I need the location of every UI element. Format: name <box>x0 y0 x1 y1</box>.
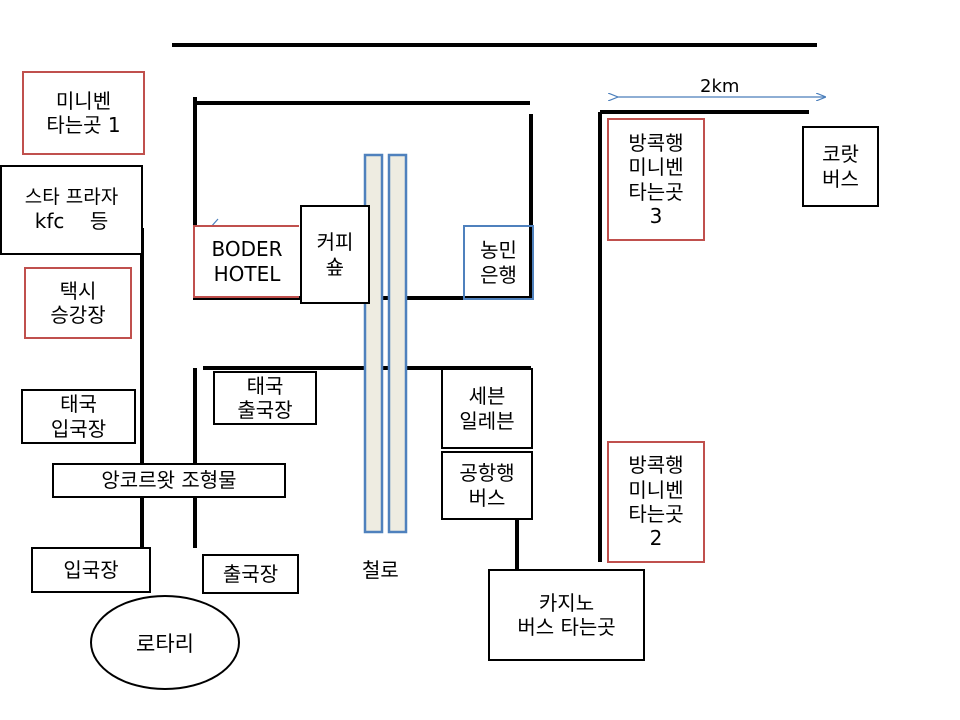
place-label: 코랏 <box>822 142 859 167</box>
place-label: 스타 프라자 <box>24 186 119 209</box>
place-label: 타는곳 1 <box>46 113 121 137</box>
place-label: 2 <box>649 526 663 551</box>
arrival-hall: 입국장 <box>31 547 151 593</box>
place-label: 3 <box>649 203 663 228</box>
nongmin-bank: 농민 은행 <box>463 225 534 300</box>
border-hotel: BODER HOTEL <box>193 225 299 298</box>
place-label: 타는곳 <box>628 179 684 204</box>
place-label: 타는곳 <box>628 502 684 526</box>
seven-eleven: 세븐 일레븐 <box>441 368 533 449</box>
departure-hall: 출국장 <box>202 554 299 594</box>
rail-track-right <box>387 153 408 534</box>
place-label: BODER <box>211 237 283 262</box>
place-label: 농민 <box>480 238 517 263</box>
rotary: 로타리 <box>90 595 240 690</box>
place-label: 미니벤 <box>628 155 684 180</box>
place-label: 앙코르왓 조형물 <box>101 468 237 493</box>
place-label: 카지노 <box>538 590 595 615</box>
place-label: 로타리 <box>136 631 194 656</box>
place-label: HOTEL <box>213 261 281 286</box>
place-label: 입국장 <box>50 416 107 441</box>
railway-label: 철로 <box>362 558 399 582</box>
place-label: 숖 <box>325 254 345 279</box>
thai-arrival-hall-left: 태국 입국장 <box>21 389 136 444</box>
thai-departure-hall: 태국 출국장 <box>213 371 317 425</box>
star-plaza: 스타 프라자 kfc 등 <box>0 165 143 255</box>
bangkok-minivan-stop-3: 방콕행 미니벤 타는곳 3 <box>607 118 705 241</box>
angkor-wat-statue: 앙코르왓 조형물 <box>52 463 286 498</box>
place-label: 버스 <box>822 166 859 191</box>
place-label: 택시 <box>59 278 97 303</box>
casino-bus-stop: 카지노 버스 타는곳 <box>488 569 645 661</box>
airport-bus-stop: 공항행 버스 <box>441 451 533 520</box>
place-label: 입국장 <box>63 557 119 582</box>
place-label: 태국 <box>246 373 284 398</box>
place-label: 공항행 <box>459 461 515 486</box>
minivan-stop-1: 미니벤 타는곳 1 <box>22 71 145 155</box>
place-label: 출국장 <box>237 398 293 422</box>
place-label: kfc 등 <box>34 209 109 234</box>
place-label: 버스 타는곳 <box>517 615 616 639</box>
place-label: 미니벤 <box>628 477 684 502</box>
taxi-stand: 택시 승강장 <box>24 267 132 339</box>
place-label: 커피 <box>316 230 354 255</box>
coffee-shop: 커피 숖 <box>300 205 370 304</box>
place-label: 방콕행 <box>628 453 684 478</box>
distance-label: 2km <box>700 76 740 97</box>
bangkok-minivan-stop-2: 방콕행 미니벤 타는곳 2 <box>607 441 705 563</box>
place-label: 일레븐 <box>459 408 515 433</box>
korat-bus-stop: 코랏 버스 <box>802 126 879 207</box>
place-label: 세븐 <box>468 384 506 409</box>
place-label: 버스 <box>468 485 506 510</box>
place-label: 승강장 <box>50 303 106 327</box>
place-label: 출국장 <box>222 561 279 586</box>
place-label: 방콕행 <box>628 130 684 155</box>
place-label: 태국 <box>60 392 97 417</box>
place-label: 은행 <box>480 262 517 287</box>
place-label: 미니벤 <box>55 88 112 113</box>
